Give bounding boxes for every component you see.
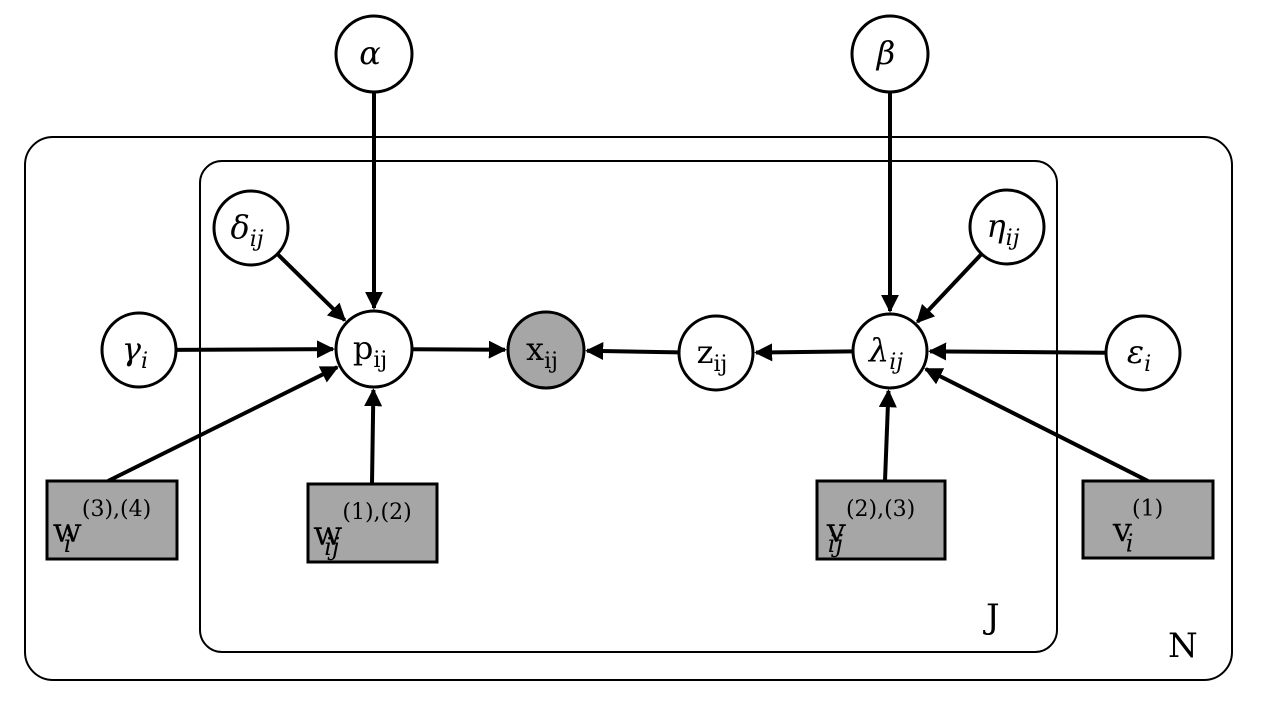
v23-node-label: v(2),(3)ij [826,497,916,558]
p-node-shape [334,309,414,389]
gamma-node-label: γi [122,330,148,374]
w34-node-shape [45,479,179,561]
z-node: zij [677,314,755,392]
lambda-node-label: λij [867,331,903,375]
alpha-node-label: α [359,34,381,72]
gamma-node: γi [100,311,178,389]
inner-plate-label: J [983,597,1000,637]
w34-node-label: w(3),(4)i [53,497,151,558]
delta-node: δij [212,189,290,267]
eta-node-label: ηij [986,207,1019,251]
edge-w12-to-p [364,388,383,485]
edge-w34-to-p [107,365,339,483]
v23-node: v(2),(3)ij [815,479,947,561]
w34-node: w(3),(4)i [45,479,179,561]
gamma-node-shape [100,311,178,389]
eta-node-shape [968,188,1046,266]
v23-node-shape [815,479,947,561]
v1-node: v(1)i [1081,479,1215,560]
edge-delta-to-p [275,252,347,322]
z-node-label: zij [697,333,728,377]
epsilon-node: εi [1104,314,1182,392]
edge-p-to-x [411,340,507,359]
z-node-shape [677,314,755,392]
lambda-node: λij [851,312,929,390]
delta-node-label: δij [230,208,263,252]
outer-plate-n [24,136,1233,681]
alpha-node: α [334,14,414,94]
inner-plate-j [199,160,1058,653]
edge-v1-to-lambda [924,367,1149,483]
v1-node-shape [1081,479,1215,560]
p-node: pij [334,309,414,389]
lambda-node-shape [851,312,929,390]
edge-gamma-to-p [175,340,335,359]
nodes: α β δij ηij γi pij xij zij λij εi w(3),(… [45,14,1215,564]
p-node-label: pij [353,329,387,373]
edges [107,92,1149,485]
outer-plate-label: N [1168,626,1198,666]
edge-epsilon-to-lambda [928,342,1107,361]
edge-z-to-x [585,342,680,361]
epsilon-node-shape [1104,314,1182,392]
epsilon-node-label: εi [1127,333,1151,377]
eta-node: ηij [968,188,1046,266]
w12-node-label: w(1),(2)ij [313,500,411,561]
beta-node: β [850,14,930,94]
delta-node-shape [212,189,290,267]
w12-node: w(1),(2)ij [306,482,439,564]
x-node-label: xij [526,330,558,374]
beta-node-shape [850,14,930,94]
edge-eta-to-lambda [915,252,984,324]
edge-lambda-to-z [754,343,854,362]
alpha-node-shape [334,14,414,94]
w12-node-shape [306,482,439,564]
v1-node-label: v(1)i [1112,497,1163,558]
beta-node-label: β [876,34,896,72]
x-node: xij [506,310,586,390]
x-node-shape [506,310,586,390]
edge-v23-to-lambda [878,389,897,482]
